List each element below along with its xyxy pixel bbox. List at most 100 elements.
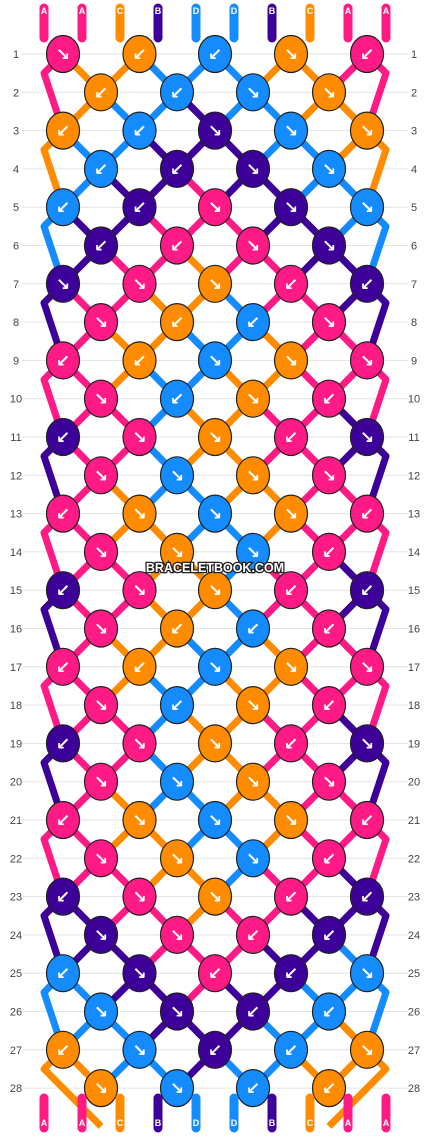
knot: ↘: [83, 762, 119, 801]
knot-ellipse: [197, 341, 233, 380]
knot: ↘: [235, 532, 271, 572]
bottom-strand-6: D: [229, 1093, 239, 1133]
knot-direction-arrow: ↙: [170, 160, 184, 180]
knot: ↘: [349, 111, 385, 150]
knot-ellipse: [122, 417, 157, 457]
knot: ↘: [159, 532, 195, 572]
knot-ellipse: [235, 839, 271, 878]
knot: ↙: [197, 1030, 233, 1069]
knot-ellipse: [45, 877, 81, 916]
knot-direction-arrow: ↘: [322, 466, 336, 486]
knot-ellipse: [311, 1068, 347, 1108]
knot: ↙: [349, 571, 385, 610]
knot-direction-arrow: ↙: [170, 83, 184, 103]
knot-direction-arrow: ↘: [208, 351, 222, 371]
knot-ellipse: [349, 571, 385, 610]
knot-ellipse: [273, 647, 309, 686]
knot-ellipse: [159, 685, 195, 725]
knot-direction-arrow: ↙: [170, 620, 184, 640]
knot-ellipse: [83, 685, 119, 725]
row-number-right: 2: [411, 87, 417, 99]
bottom-strand-3: C: [115, 1093, 125, 1133]
bottom-strand-1: A: [39, 1093, 49, 1133]
knot: ↙: [349, 877, 385, 916]
knot-ellipse: [273, 111, 309, 150]
knot-direction-arrow: ↙: [56, 1041, 70, 1061]
bottom-strand-5: D: [191, 1093, 201, 1133]
knot-direction-arrow: ↙: [322, 1079, 336, 1099]
knot-ellipse: [273, 341, 309, 380]
knot-ellipse: [83, 915, 119, 955]
knot: ↘: [235, 685, 271, 725]
row-number-left: 1: [13, 49, 19, 61]
knot-direction-arrow: ↘: [208, 734, 222, 754]
knot-ellipse: [197, 417, 233, 457]
knot-ellipse: [45, 264, 81, 303]
row-number-right: 11: [408, 432, 419, 444]
knot: ↙: [45, 188, 81, 227]
knot-ellipse: [122, 954, 157, 993]
knot: ↘: [122, 417, 157, 457]
knot-direction-arrow: ↘: [208, 198, 222, 218]
knot-ellipse: [235, 73, 271, 112]
knot-ellipse: [235, 609, 271, 648]
knot: ↘: [349, 954, 385, 993]
knot-ellipse: [122, 341, 157, 380]
knot-ellipse: [122, 647, 157, 686]
knot-direction-arrow: ↘: [322, 773, 336, 793]
row-number-right: 6: [411, 241, 417, 253]
knot-direction-arrow: ↘: [94, 1003, 108, 1023]
knot-direction-arrow: ↘: [284, 811, 298, 831]
knot-ellipse: [273, 877, 309, 916]
row-number-right: 7: [411, 279, 417, 291]
knot-ellipse: [45, 341, 81, 380]
knot-ellipse: [122, 264, 157, 303]
knot: ↘: [273, 34, 309, 74]
knot-ellipse: [235, 992, 271, 1031]
knot: ↘: [235, 762, 271, 801]
knot-direction-arrow: ↘: [246, 160, 260, 180]
knot-direction-arrow: ↙: [360, 581, 374, 601]
row-number-left: 16: [10, 624, 22, 636]
knot: ↙: [197, 34, 233, 74]
knot-direction-arrow: ↘: [132, 581, 146, 601]
knot-direction-arrow: ↙: [56, 811, 70, 831]
knot: ↙: [311, 609, 347, 648]
knot-direction-arrow: ↙: [322, 926, 336, 946]
knot-ellipse: [273, 264, 309, 303]
knot: ↙: [83, 226, 119, 265]
knot-ellipse: [197, 264, 233, 303]
knot: ↘: [235, 456, 271, 495]
knot: ↙: [45, 111, 81, 150]
row-number-right: 5: [411, 202, 417, 214]
knot-ellipse: [235, 762, 271, 801]
knot: ↘: [159, 992, 195, 1031]
strand-letter: B: [269, 1118, 276, 1128]
knot-direction-arrow: ↙: [56, 122, 70, 142]
knot-ellipse: [83, 456, 119, 495]
row-number-left: 7: [13, 279, 19, 291]
knot-ellipse: [235, 149, 271, 188]
knot: ↘: [235, 226, 271, 265]
knot-direction-arrow: ↘: [284, 658, 298, 678]
knot-ellipse: [235, 379, 271, 418]
knot: ↙: [273, 1030, 309, 1069]
knot-direction-arrow: ↘: [284, 198, 298, 218]
knot: ↙: [159, 609, 195, 648]
strand-letter: B: [269, 6, 276, 16]
knot-direction-arrow: ↙: [208, 45, 222, 65]
knot: ↘: [197, 800, 233, 840]
knot: ↘: [45, 34, 81, 74]
knot: ↙: [45, 647, 81, 686]
knot-ellipse: [159, 532, 195, 572]
knot-direction-arrow: ↙: [322, 390, 336, 410]
knot-direction-arrow: ↙: [246, 1003, 260, 1023]
knot: ↙: [311, 532, 347, 572]
knot-direction-arrow: ↘: [246, 849, 260, 869]
knot: ↘: [122, 1030, 157, 1069]
knot: ↘: [273, 188, 309, 227]
knot: ↙: [45, 1030, 81, 1069]
row-number-left: 24: [10, 930, 22, 942]
row-number-right: 15: [408, 585, 420, 597]
knot-ellipse: [311, 379, 347, 418]
